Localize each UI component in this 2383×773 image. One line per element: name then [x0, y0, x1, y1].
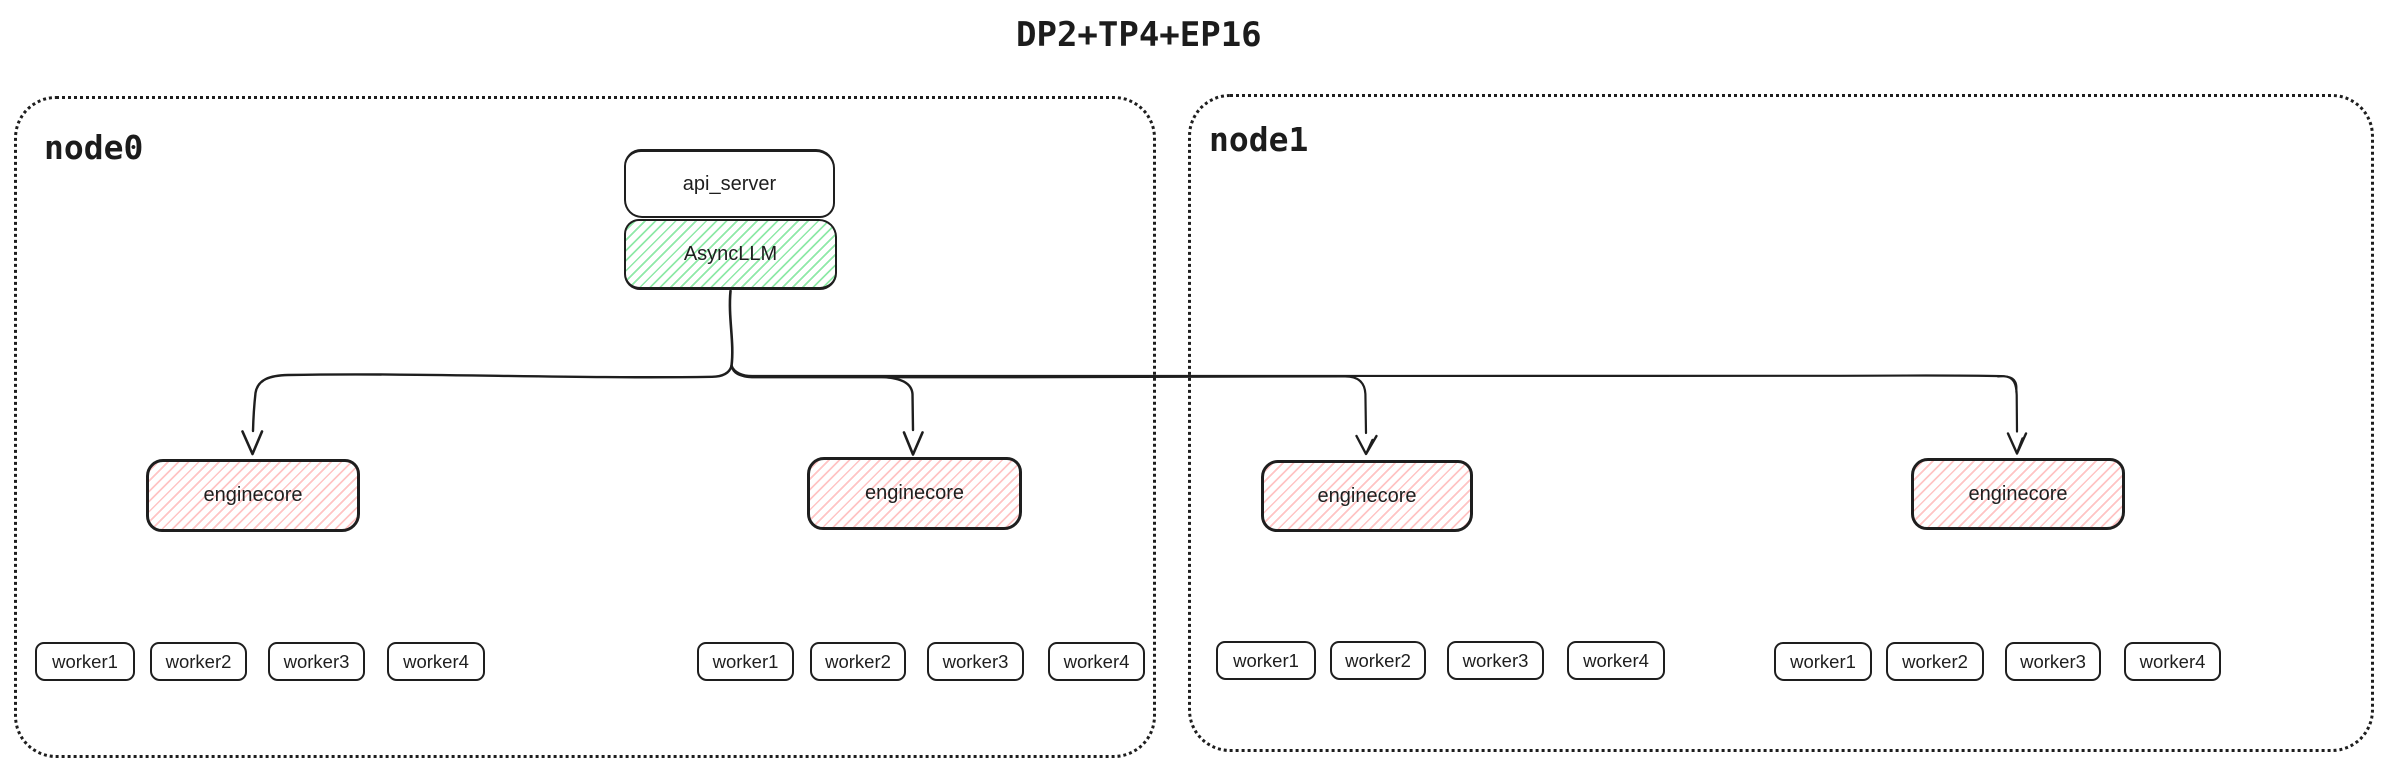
api-server-label: api_server — [682, 172, 777, 195]
enginecore-box-2: enginecore — [807, 457, 1022, 530]
worker-box: worker3 — [2005, 642, 2101, 681]
worker-box: worker4 — [1567, 641, 1665, 680]
worker-box: worker3 — [927, 642, 1024, 681]
asyncllm-label: AsyncLLM — [683, 242, 778, 265]
worker-label: worker1 — [52, 650, 118, 672]
worker-label: worker1 — [1790, 650, 1856, 672]
worker-box: worker1 — [1774, 642, 1872, 681]
asyncllm-box: AsyncLLM — [624, 219, 837, 290]
worker-box: worker2 — [1886, 642, 1984, 681]
enginecore-label: enginecore — [203, 484, 303, 506]
worker-label: worker2 — [1345, 649, 1411, 671]
worker-label: worker4 — [1583, 649, 1649, 671]
worker-box: worker1 — [1216, 641, 1316, 680]
node0-label: node0 — [44, 128, 144, 167]
worker-label: worker3 — [1462, 649, 1529, 671]
worker-label: worker4 — [2139, 650, 2206, 672]
enginecore-box-3: enginecore — [1261, 460, 1473, 532]
enginecore-label: enginecore — [1317, 484, 1417, 507]
enginecore-box-4: enginecore — [1911, 458, 2125, 530]
worker-box: worker3 — [1447, 641, 1544, 680]
worker-box: worker3 — [268, 642, 365, 681]
enginecore-box-1: enginecore — [146, 459, 360, 532]
worker-box: worker4 — [2124, 642, 2221, 681]
api-server-box: api_server — [624, 149, 835, 218]
node1-label: node1 — [1209, 120, 1309, 159]
worker-label: worker3 — [942, 650, 1009, 672]
worker-box: worker2 — [1330, 641, 1426, 680]
worker-box: worker1 — [35, 642, 135, 681]
worker-label: worker1 — [1233, 649, 1299, 671]
worker-label: worker2 — [1902, 650, 1968, 672]
enginecore-label: enginecore — [865, 482, 964, 504]
worker-box: worker2 — [150, 642, 247, 681]
worker-label: worker4 — [1063, 650, 1130, 672]
worker-box: worker4 — [387, 642, 485, 681]
worker-label: worker3 — [283, 650, 350, 672]
worker-box: worker4 — [1048, 642, 1145, 681]
worker-label: worker4 — [403, 650, 469, 672]
worker-label: worker2 — [825, 650, 891, 672]
worker-label: worker3 — [2020, 650, 2086, 672]
worker-box: worker2 — [810, 642, 906, 681]
worker-label: worker2 — [165, 650, 232, 672]
worker-box: worker1 — [697, 642, 794, 681]
diagram-title: DP2+TP4+EP16 — [1016, 15, 1262, 55]
enginecore-label: enginecore — [1968, 482, 2068, 505]
worker-label: worker1 — [712, 650, 779, 672]
